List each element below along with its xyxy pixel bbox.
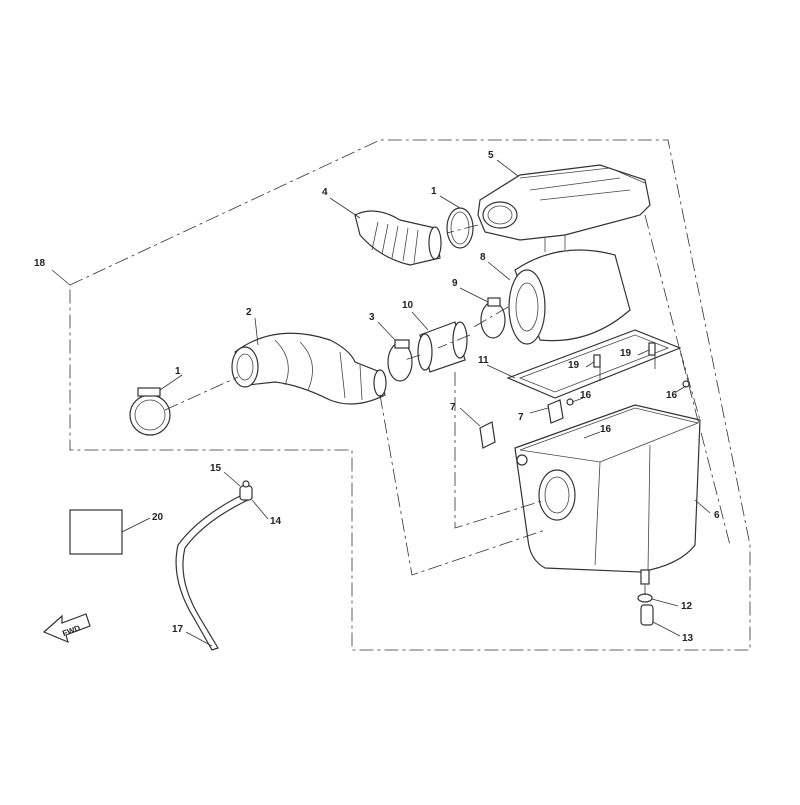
callout-13: 13 — [682, 633, 694, 644]
callout-19-left: 19 — [568, 360, 580, 371]
callout-10: 10 — [402, 300, 414, 311]
callout-8: 8 — [480, 252, 486, 263]
callout-7-right: 7 — [518, 412, 524, 423]
part-5-airbox-cover — [477, 164, 651, 252]
leader-lines — [51, 159, 711, 647]
callout-17: 17 — [172, 624, 184, 635]
part-6-airbox-base — [514, 404, 701, 585]
callout-6: 6 — [714, 510, 720, 521]
assembly-boundary — [69, 139, 751, 651]
callout-16-mid: 16 — [600, 424, 612, 435]
callout-15: 15 — [210, 463, 222, 474]
part-8-air-filter — [508, 249, 631, 345]
callout-14: 14 — [270, 516, 282, 527]
part-15-hose-clamp — [242, 480, 250, 488]
callout-12: 12 — [681, 601, 693, 612]
part-17-breather-hose — [175, 491, 253, 651]
callout-19-right: 19 — [620, 348, 632, 359]
callout-4: 4 — [322, 187, 328, 198]
callout-1-lower: 1 — [175, 366, 181, 377]
callout-16-right: 16 — [666, 390, 678, 401]
part-2-intake-hose — [231, 332, 387, 405]
callout-11: 11 — [478, 355, 489, 366]
callout-20: 20 — [152, 512, 164, 523]
part-20-label — [69, 509, 123, 555]
callout-9: 9 — [452, 278, 458, 289]
callout-3: 3 — [369, 312, 375, 323]
part-14-hose-fitting — [239, 485, 253, 501]
part-3-clamp — [387, 339, 413, 382]
part-1-clamp-lower — [129, 387, 171, 436]
part-12-drain-clamp — [637, 593, 653, 603]
fwd-arrow: FWD — [42, 613, 91, 644]
part-7-clips — [479, 399, 564, 449]
part-1-clamp-upper — [446, 207, 474, 249]
callout-7-left: 7 — [450, 402, 456, 413]
part-9-filter-clamp — [480, 297, 506, 339]
callout-18: 18 — [34, 258, 46, 269]
callout-2: 2 — [246, 307, 252, 318]
callout-1-upper: 1 — [431, 186, 437, 197]
part-19-bolts — [593, 342, 656, 368]
alignment-lines — [164, 214, 731, 595]
part-13-drain-cap — [640, 604, 654, 626]
part-10-coupler — [417, 321, 468, 373]
part-4-inlet-bellows — [354, 210, 442, 266]
callout-labels: 1 1 2 3 4 5 6 7 7 8 9 10 11 12 13 14 15 … — [34, 150, 720, 644]
callout-16-top: 16 — [580, 390, 592, 401]
callout-5: 5 — [488, 150, 494, 161]
